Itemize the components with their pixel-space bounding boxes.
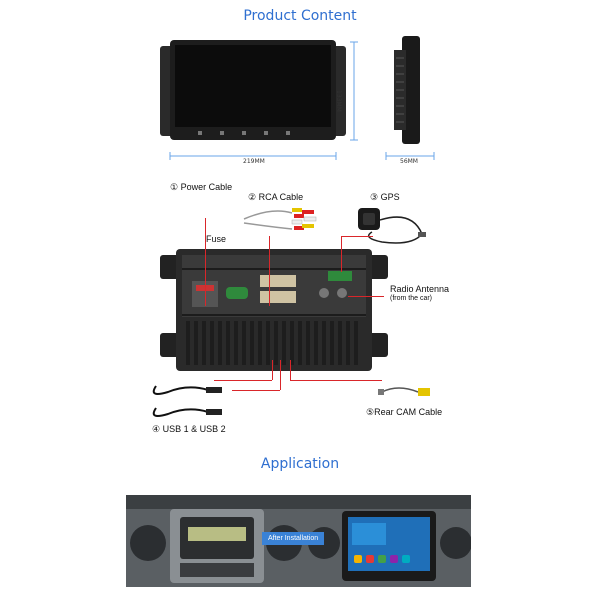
- depth-dimension-label: 56MM: [400, 158, 418, 165]
- head-unit-side-image: [385, 36, 435, 160]
- product-content-title: Product Content: [243, 8, 357, 24]
- usb-label: ④ USB 1 & USB 2: [152, 424, 226, 434]
- usb-leader-line-2v: [280, 360, 281, 390]
- gps-label: ③ GPS: [370, 192, 400, 202]
- height-dimension-label: 133MM: [335, 90, 342, 112]
- radio-antenna-leader-line: [348, 296, 384, 297]
- head-unit-front-image: [160, 40, 346, 160]
- usb-leader-line-v: [272, 360, 273, 380]
- radio-antenna-label: Radio Antenna: [390, 284, 450, 294]
- power-cable-leader-line: [205, 218, 206, 306]
- after-installation-photo: [306, 495, 471, 587]
- gps-leader-line: [341, 236, 342, 272]
- height-dimension-line: [350, 41, 358, 141]
- application-title: Application: [260, 456, 340, 472]
- usb-leader-line-2: [232, 390, 280, 391]
- rear-cam-cable-image: [378, 387, 430, 396]
- usb-cables-image: [152, 385, 222, 417]
- after-installation-banner: After Installation: [262, 532, 325, 545]
- radio-antenna-sub-label: (from the car): [390, 295, 433, 302]
- rear-cam-leader-line-v: [290, 360, 291, 380]
- rear-cam-label: ⑤Rear CAM Cable: [366, 407, 443, 417]
- usb-leader-line: [214, 380, 272, 381]
- head-unit-back-panel-image: [160, 249, 388, 371]
- gps-leader-line-h: [341, 236, 373, 237]
- gps-antenna-image: [358, 208, 426, 244]
- rear-cam-leader-line: [290, 380, 382, 381]
- power-cable-label: ① Power Cable: [170, 182, 233, 192]
- fuse-label: Fuse: [206, 234, 227, 244]
- rca-cable-label: ② RCA Cable: [248, 192, 304, 202]
- rca-cable-leader-line: [269, 236, 270, 306]
- width-dimension-label: 219MM: [243, 158, 265, 165]
- rca-cable-image: [243, 208, 317, 230]
